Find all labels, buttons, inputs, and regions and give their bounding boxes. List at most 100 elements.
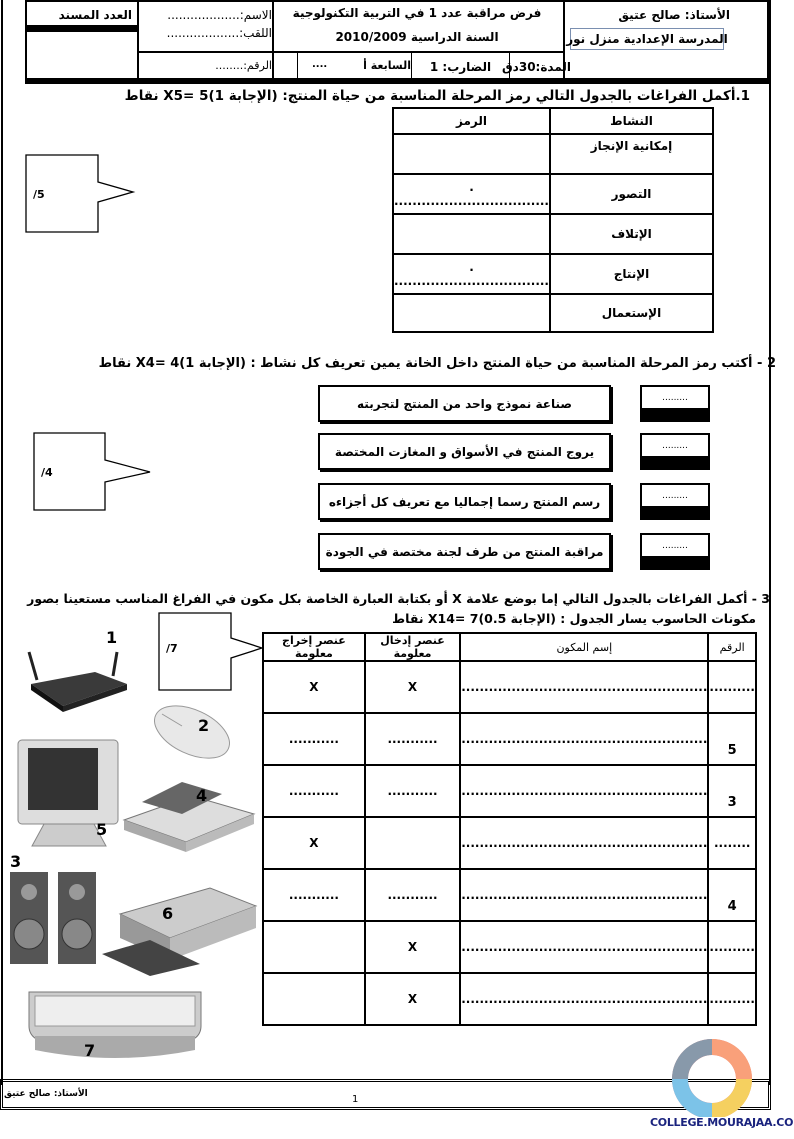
q3-header-number: الرقم: [707, 632, 757, 662]
school-year: السنة الدراسية 2010/2009: [335, 30, 499, 44]
mouse-image: [150, 702, 234, 760]
q3-name-cell[interactable]: ........................................…: [459, 816, 710, 870]
q3-header-input: عنصر إدخال معلومة: [363, 632, 462, 662]
q1-symbol-cell[interactable]: [392, 293, 551, 333]
q3-table: عنصر إخراج معلومة عنصر إدخال معلومة إسم …: [262, 632, 757, 1026]
divider: [509, 52, 510, 79]
q3-title-line1: 3 - أكمل الفراغات بالجدول التالي إما بوض…: [27, 591, 770, 606]
q3-table-row: X X ....................................…: [262, 660, 757, 714]
divider: [137, 0, 139, 80]
q3-name-cell[interactable]: ........................................…: [459, 920, 710, 974]
q3-number-cell[interactable]: 5: [707, 712, 757, 766]
q1-activity-cell: الإستعمال: [549, 293, 714, 333]
q3-name-cell[interactable]: ........................................…: [459, 764, 710, 818]
q2-definition-text: صناعة نموذج واحد من المنتج لتجربته: [357, 396, 572, 411]
q2-answer-bar: [642, 556, 708, 568]
image-label: 3: [10, 852, 22, 871]
q2-definition-box: رسم المنتج رسما إجماليا مع تعريف كل أجزا…: [318, 483, 611, 520]
q3-output-cell[interactable]: ...........: [262, 868, 366, 922]
q3-title-line2: مكونات الحاسوب يسار الجدول : (الإجابة 0.…: [392, 611, 756, 626]
q2-answer[interactable]: .........: [662, 541, 688, 551]
q3-output-cell[interactable]: X: [262, 816, 366, 870]
q3-output-cell[interactable]: [262, 920, 366, 974]
q3-number-cell[interactable]: 3: [707, 764, 757, 818]
header-bottom-bar: [25, 78, 769, 84]
q2-definition-box: صناعة نموذج واحد من المنتج لتجربته: [318, 385, 611, 422]
page-number: 1: [352, 1094, 359, 1105]
q1-symbol-cell[interactable]: . ..................................: [392, 253, 551, 295]
q2-definition-box: مراقبة المنتج من طرف لجنة مختصة في الجود…: [318, 533, 611, 570]
image-label: 7: [84, 1041, 96, 1060]
image-label: 6: [162, 904, 174, 923]
q2-definition-text: يروج المنتج في الأسواق و المغازت المختصة: [334, 444, 595, 459]
q1-symbol-cell[interactable]: [392, 213, 551, 255]
q3-input-cell[interactable]: ...........: [363, 868, 462, 922]
q3-number-cell[interactable]: ..........: [707, 660, 757, 714]
q1-activity-cell: إمكانية الإنجاز: [549, 133, 714, 175]
q3-input-cell[interactable]: X: [363, 972, 462, 1026]
q2-definition-text: رسم المنتج رسما إجماليا مع تعريف كل أجزا…: [328, 494, 601, 509]
divider: [272, 0, 274, 80]
teacher-name: الأستاذ: صالح عتيق: [618, 8, 730, 22]
q3-number-cell[interactable]: 4: [707, 868, 757, 922]
q3-table-row: X ......................................…: [262, 920, 757, 974]
q2-answer[interactable]: .........: [662, 491, 688, 501]
q1-activity-cell: الإنتاج: [549, 253, 714, 295]
q3-output-cell[interactable]: ...........: [262, 764, 366, 818]
q3-input-cell[interactable]: ...........: [363, 764, 462, 818]
class-label: السابعة أ: [363, 59, 411, 72]
q2-answer-box[interactable]: .........: [640, 385, 710, 422]
q3-output-cell[interactable]: [262, 972, 366, 1026]
q2-score: 4/: [41, 466, 53, 479]
score-bar: [25, 25, 138, 32]
q2-answer-box[interactable]: .........: [640, 433, 710, 470]
duration: المدة:30دق: [501, 59, 572, 74]
number-field[interactable]: الرقم:........: [215, 59, 272, 72]
q1-symbol-cell[interactable]: . ..................................: [392, 173, 551, 215]
q1-symbol-cell[interactable]: [392, 133, 551, 175]
q2-answer-box[interactable]: .........: [640, 483, 710, 520]
speakers-image: [8, 870, 100, 966]
q2-answer[interactable]: .........: [662, 441, 688, 451]
class-dots: ....: [312, 59, 328, 70]
q3-name-cell[interactable]: ........................................…: [459, 660, 710, 714]
image-label: 4: [196, 786, 208, 805]
q2-answer-box[interactable]: .........: [640, 533, 710, 570]
q2-score-box: 4/: [33, 432, 153, 512]
q3-name-cell[interactable]: ........................................…: [459, 712, 710, 766]
score-label: العدد المسند: [58, 8, 132, 22]
monitor-image: [14, 738, 122, 850]
q3-number-cell[interactable]: ........: [707, 816, 757, 870]
q2-answer[interactable]: .........: [662, 393, 688, 403]
divider: [563, 0, 565, 80]
footer-teacher: الأستاذ: صالح عتيق: [4, 1089, 88, 1099]
site-logo-text: COLLEGE.MOURAJAA.COM: [650, 1116, 794, 1129]
q3-input-cell[interactable]: X: [363, 920, 462, 974]
q3-name-cell[interactable]: ........................................…: [459, 868, 710, 922]
q3-output-cell[interactable]: ...........: [262, 712, 366, 766]
q1-activity-cell: الإتلاف: [549, 213, 714, 255]
q3-input-cell[interactable]: X: [363, 660, 462, 714]
divider: [297, 52, 298, 79]
q1-score-box: 5/: [25, 154, 137, 234]
q3-table-row: ........... ........... ................…: [262, 712, 757, 766]
image-label: 1: [106, 628, 118, 647]
name-field[interactable]: الاسم:...................: [167, 8, 272, 22]
q3-table-row: X ......................................…: [262, 816, 757, 870]
q2-answer-bar: [642, 456, 708, 468]
keyboard-image: [25, 986, 205, 1062]
q3-name-cell[interactable]: ........................................…: [459, 972, 710, 1026]
q3-input-cell[interactable]: [363, 816, 462, 870]
q3-number-cell[interactable]: ..........: [707, 920, 757, 974]
q3-output-cell[interactable]: X: [262, 660, 366, 714]
q2-definition-text: مراقبة المنتج من طرف لجنة مختصة في الجود…: [325, 544, 604, 559]
school-name: المدرسة الإعدادية منزل نور: [566, 28, 728, 50]
q3-number-cell[interactable]: ..........: [707, 972, 757, 1026]
page-border-right: [769, 0, 771, 1085]
page-border-left: [1, 0, 3, 1085]
q3-input-cell[interactable]: ...........: [363, 712, 462, 766]
scanner-image: [122, 780, 256, 852]
surname-field[interactable]: اللقب:...................: [166, 26, 272, 40]
